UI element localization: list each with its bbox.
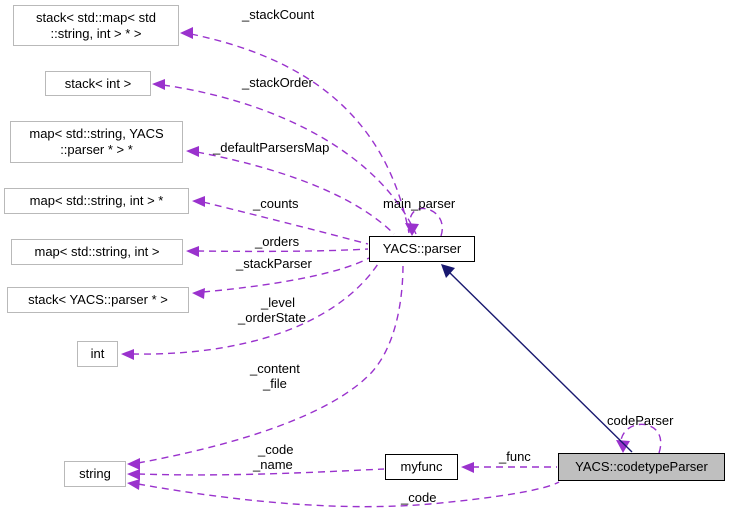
edge-code-lower <box>137 481 560 508</box>
edge-default-parsers-map <box>196 151 395 235</box>
node-label: map< std::string, int > * <box>29 193 164 208</box>
arrowhead-counts <box>192 196 205 207</box>
edge-label-name: _name <box>253 457 293 472</box>
node-label: ::parser * > * <box>60 142 133 157</box>
edge-label-stack-order: _stackOrder <box>242 75 313 90</box>
edge-label-code-lower: _code <box>401 490 437 505</box>
node-label: ::string, int > * > <box>50 25 142 41</box>
edge-label-file: _file <box>263 376 287 391</box>
arrowhead-inheritance <box>441 264 455 278</box>
node-label: myfunc <box>400 459 443 474</box>
edge-label-default-parsers-map: _defaultParsersMap <box>213 140 330 155</box>
edge-label-level: _level <box>261 295 295 310</box>
edge-stack-parser <box>202 257 370 293</box>
arrowhead-code-name <box>127 469 140 480</box>
edge-label-stack-count: _stackCount <box>242 7 315 22</box>
edge-label-order-state: _orderState <box>238 310 306 325</box>
node-label: int <box>90 346 105 361</box>
node-label: stack< YACS::parser * > <box>28 292 168 307</box>
class-node-map-string-parser: map< std::string, YACS ::parser * > * <box>10 121 183 163</box>
node-label: stack< std::map< std <box>36 9 156 25</box>
node-label: map< std::string, YACS <box>29 126 164 141</box>
edge-level-orderstate <box>131 263 379 355</box>
class-node-int: int <box>77 341 118 367</box>
arrowhead-func <box>461 462 474 473</box>
arrowhead-default-parsers-map <box>186 146 199 157</box>
class-node-yacs-parser[interactable]: YACS::parser <box>369 236 475 262</box>
class-node-string: string <box>64 461 126 487</box>
edge-label-counts: _counts <box>253 196 299 211</box>
edge-label-code-upper: _code <box>258 442 294 457</box>
class-node-map-string-int: map< std::string, int > <box>11 239 183 265</box>
arrowhead-code-lower <box>127 479 140 490</box>
node-label: YACS::parser <box>382 241 462 256</box>
edge-inheritance <box>448 271 633 453</box>
class-node-stack-int: stack< int > <box>45 71 151 96</box>
class-node-yacs-codetypeparser: YACS::codetypeParser <box>558 453 725 481</box>
class-node-map-string-int-ptr: map< std::string, int > * <box>4 188 189 214</box>
node-label: map< std::string, int > <box>34 244 160 259</box>
arrowhead-stack-parser <box>192 288 205 299</box>
edge-content-file <box>137 263 404 464</box>
arrowhead-code-parser <box>616 440 630 453</box>
edge-counts <box>202 201 369 245</box>
edge-code-parser-loop <box>620 423 662 454</box>
edge-label-orders: _orders <box>255 234 300 249</box>
edge-label-func: _func <box>499 449 531 464</box>
class-node-stack-map: stack< std::map< std ::string, int > * > <box>13 5 179 46</box>
edge-label-main-parser: main_parser <box>383 196 456 211</box>
edge-stack-order <box>162 84 417 235</box>
edge-label-stack-parser: _stackParser <box>236 256 312 271</box>
arrowhead-main-parser <box>405 223 419 236</box>
class-node-myfunc[interactable]: myfunc <box>385 454 458 480</box>
arrowhead-stack-count <box>180 27 193 39</box>
arrowhead-orders <box>186 246 199 257</box>
edge-orders <box>196 248 369 253</box>
edge-label-code-parser: codeParser <box>607 413 674 428</box>
arrowhead-level-orderstate <box>121 349 134 360</box>
arrowhead-stack-order <box>152 79 165 90</box>
node-label: stack< int > <box>64 75 132 91</box>
edge-code-name <box>137 468 385 476</box>
edge-main-parser-loop <box>409 207 444 237</box>
class-node-stack-yacs-parser: stack< YACS::parser * > <box>7 287 189 313</box>
node-label: string <box>79 466 111 481</box>
node-label: YACS::codetypeParser <box>575 459 708 474</box>
edge-stack-count <box>190 33 410 234</box>
edge-label-content: _content <box>250 361 300 376</box>
arrowhead-content-file <box>127 458 140 470</box>
